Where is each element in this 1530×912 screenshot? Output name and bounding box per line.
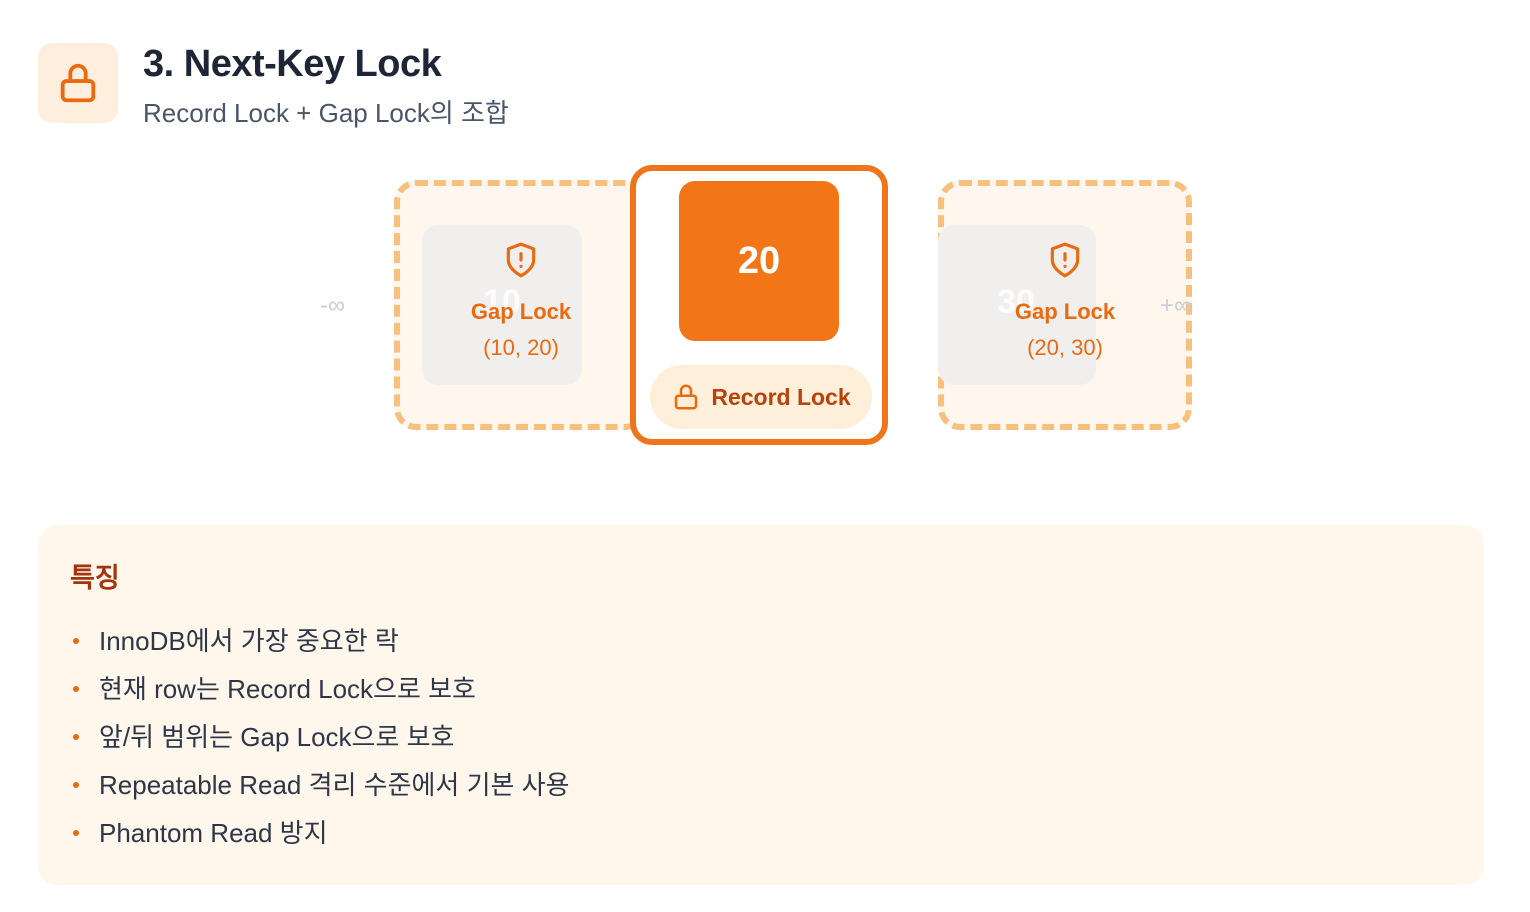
lock-icon <box>60 63 96 103</box>
bullet-icon <box>73 734 79 740</box>
gap-lock-range-right: (20, 30) <box>1027 335 1103 360</box>
list-item: InnoDB에서 가장 중요한 락 <box>70 621 569 669</box>
feature-text: Phantom Read 방지 <box>99 818 328 848</box>
feature-text: Repeatable Read 격리 수준에서 기본 사용 <box>99 770 570 800</box>
row-value-current: 20 <box>737 240 781 282</box>
bullet-icon <box>73 686 79 692</box>
features-title: 특징 <box>70 563 120 593</box>
feature-text: 앞/뒤 범위는 Gap Lock으로 보호 <box>99 722 455 752</box>
features-list: InnoDB에서 가장 중요한 락 현재 row는 Record Lock으로 … <box>70 621 569 861</box>
gap-lock-label-right: Gap Lock <box>1014 299 1116 324</box>
header-icon-badge <box>38 43 118 123</box>
list-item: 현재 row는 Record Lock으로 보호 <box>70 669 569 717</box>
bullet-icon <box>73 782 79 788</box>
row-value-left: 10 <box>483 283 521 321</box>
row-block-left <box>422 225 582 385</box>
row-block-right <box>938 225 1096 385</box>
feature-text: 현재 row는 Record Lock으로 보호 <box>99 674 476 704</box>
gap-lock-left-content: Gap Lock (10, 20) <box>421 240 621 362</box>
shield-alert-icon <box>506 242 536 278</box>
page-subtitle: Record Lock + Gap Lock의 조합 <box>143 98 509 128</box>
row-block-current: 20 <box>679 181 839 341</box>
gap-lock-right-content: Gap Lock (20, 30) <box>965 240 1165 362</box>
gap-lock-range-left: (10, 20) <box>483 335 559 360</box>
bullet-icon <box>73 638 79 644</box>
page-title: 3. Next-Key Lock <box>143 43 442 85</box>
list-item: Repeatable Read 격리 수준에서 기본 사용 <box>70 765 569 813</box>
features-panel: 특징 InnoDB에서 가장 중요한 락 현재 row는 Record Lock… <box>38 525 1484 885</box>
row-value-right: 30 <box>997 283 1035 321</box>
record-lock-badge: Record Lock <box>650 365 872 429</box>
positive-infinity-label: +∞ <box>1160 292 1192 319</box>
bullet-icon <box>73 830 79 836</box>
list-item: 앞/뒤 범위는 Gap Lock으로 보호 <box>70 717 569 765</box>
negative-infinity-label: -∞ <box>320 292 346 319</box>
lock-icon <box>675 384 698 410</box>
gap-lock-label-left: Gap Lock <box>470 299 572 324</box>
shield-alert-icon <box>1050 242 1080 278</box>
list-item: Phantom Read 방지 <box>70 813 569 861</box>
record-lock-label: Record Lock <box>711 384 851 410</box>
feature-text: InnoDB에서 가장 중요한 락 <box>99 626 399 656</box>
